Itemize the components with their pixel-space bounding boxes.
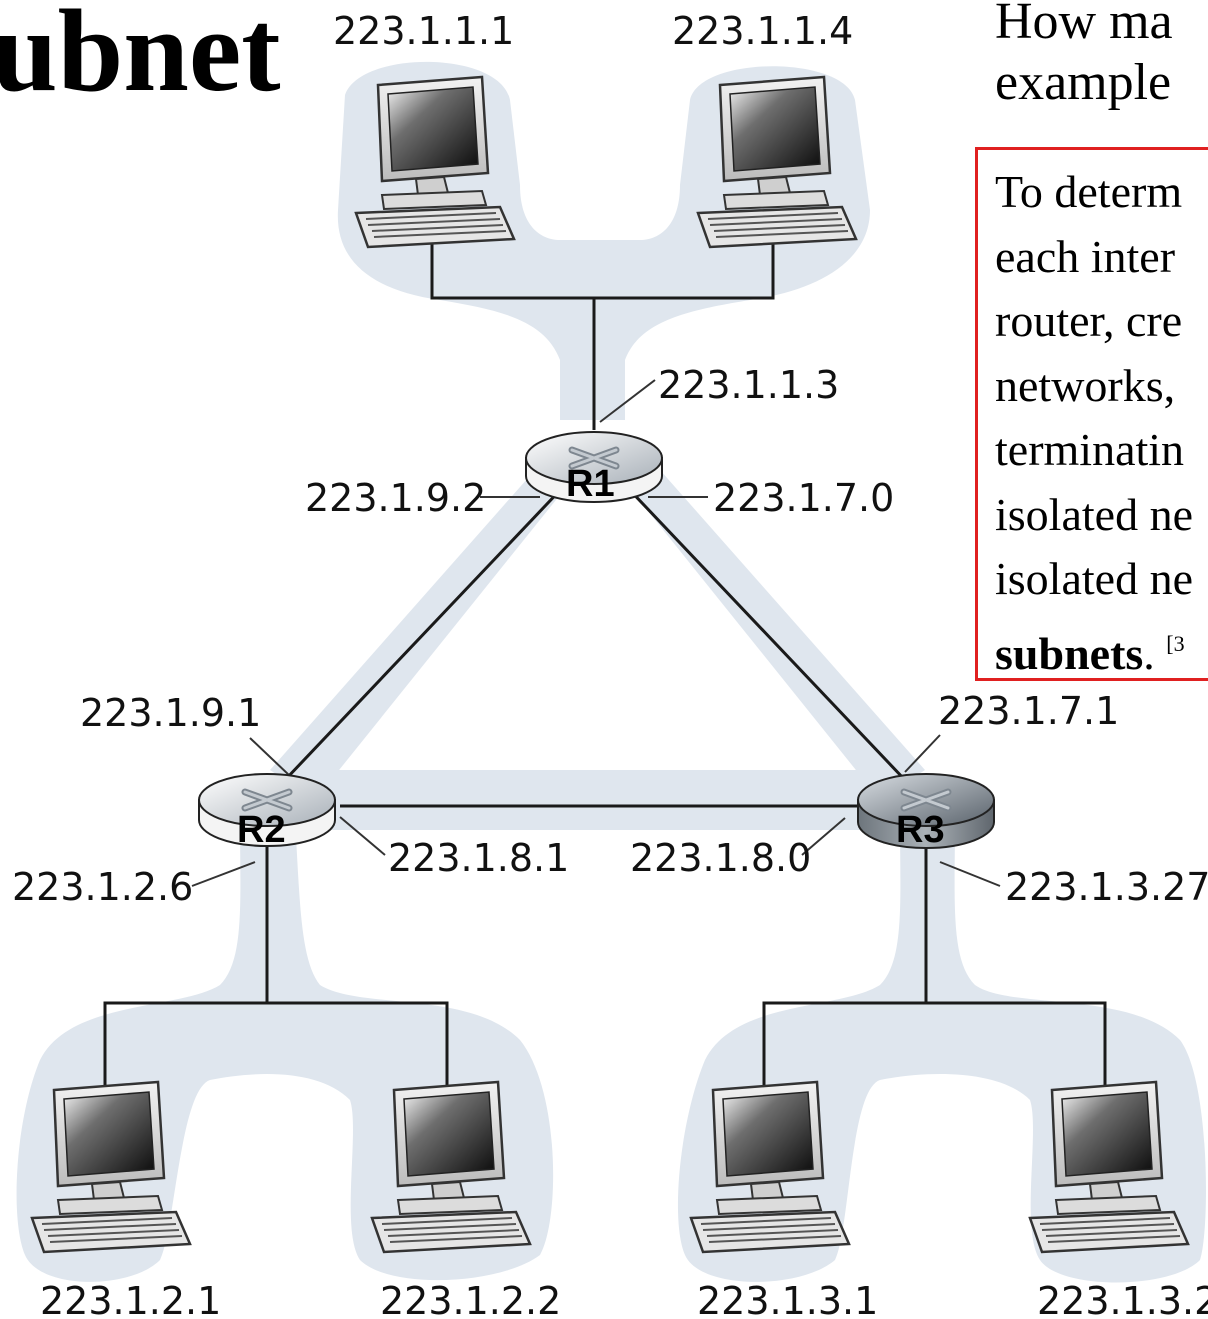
ip-label: 223.1.7.1 xyxy=(938,689,1119,733)
answer-bold-word: subnets xyxy=(995,627,1144,679)
subnet-r2-r3-shade xyxy=(300,770,900,830)
ip-label: 223.1.1.4 xyxy=(672,9,853,53)
ip-label: 223.1.1.3 xyxy=(658,363,839,407)
ip-label: 223.1.3.2 xyxy=(1037,1279,1208,1319)
ip-label: 223.1.2.1 xyxy=(40,1279,221,1319)
link-r1-r3 xyxy=(623,483,907,782)
footnote-ref: [3 xyxy=(1166,630,1185,656)
ip-label: 223.1.3.27 xyxy=(1005,865,1208,909)
ip-label: 223.1.1.1 xyxy=(333,9,514,53)
ip-label: 223.1.9.2 xyxy=(305,476,486,520)
answer-line: networks, xyxy=(995,359,1176,411)
router-r2-label: R2 xyxy=(237,809,286,851)
ip-label: 223.1.8.0 xyxy=(630,836,811,880)
ip-label: 223.1.2.6 xyxy=(12,865,193,909)
router-r3-icon xyxy=(857,773,995,849)
ip-label: 223.1.8.1 xyxy=(388,836,569,880)
leader-r1-upper xyxy=(599,379,656,423)
leader-r3-upper xyxy=(904,734,941,773)
router-r3-label: R3 xyxy=(896,809,945,851)
answer-line: each inter xyxy=(995,230,1176,282)
question-text: How ma example xyxy=(995,0,1208,114)
ip-label: 223.1.7.0 xyxy=(713,476,894,520)
leader-r2-right xyxy=(339,816,386,856)
router-r1-label: R1 xyxy=(566,463,615,505)
answer-line: terminatin xyxy=(995,424,1185,475)
subnet-shading xyxy=(16,61,1206,1283)
router-r1-icon xyxy=(525,431,663,503)
question-line: example xyxy=(995,53,1172,111)
answer-line: To determ xyxy=(995,166,1183,217)
answer-line: isolated ne xyxy=(995,488,1193,540)
answer-tail: . xyxy=(1143,627,1155,679)
callout-leaders xyxy=(191,379,1001,887)
answer-box xyxy=(975,147,1208,681)
answer-line: isolated ne xyxy=(995,553,1193,604)
answer-text: To determ each inter router, cre network… xyxy=(995,160,1208,686)
ip-label: 223.1.3.1 xyxy=(697,1279,878,1319)
answer-line-last: subnets. [3 xyxy=(995,612,1208,687)
ip-label: 223.1.2.2 xyxy=(380,1279,561,1319)
link-r1-r2 xyxy=(283,483,567,782)
link-bottom-left-hosts xyxy=(103,1001,449,1095)
question-line: How ma xyxy=(995,0,1173,50)
leader-r3-left xyxy=(801,817,846,856)
leader-r2-upper xyxy=(249,737,291,777)
network-links xyxy=(103,230,1107,1095)
answer-line: router, cre xyxy=(995,295,1183,346)
link-bottom-right-hosts xyxy=(762,1001,1107,1095)
leader-r2-lower xyxy=(191,861,256,887)
slide-title: ubnet xyxy=(0,0,281,116)
router-r2-icon xyxy=(198,773,336,847)
leader-r3-lower xyxy=(939,861,1001,887)
ip-label: 223.1.9.1 xyxy=(80,691,261,735)
link-top-hosts xyxy=(430,230,775,300)
